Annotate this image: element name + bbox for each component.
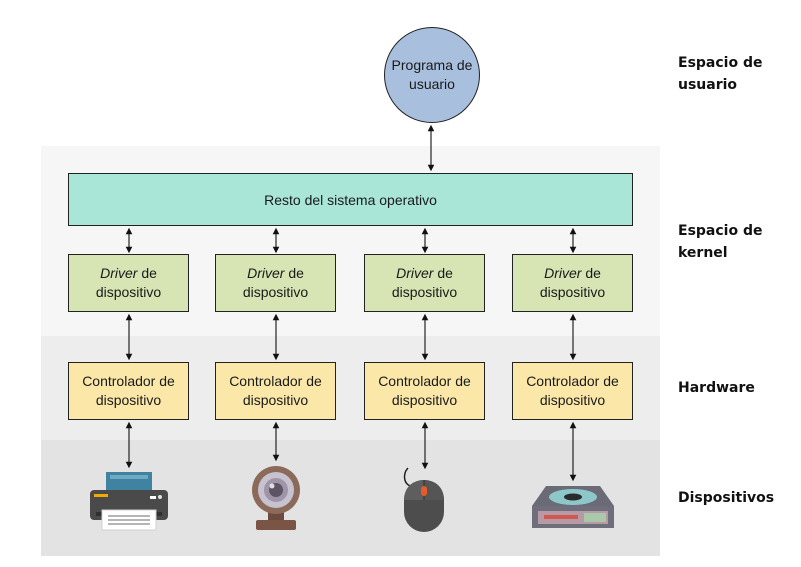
driver-box: Driver de dispositivo: [215, 254, 336, 312]
layer-label-kernel-space: Espacio de kernel: [678, 223, 763, 261]
driver-emph: Driver: [247, 265, 285, 281]
webcam-icon: [252, 466, 300, 530]
controller-label: Controlador de dispositivo: [229, 373, 322, 408]
driver-rest: de dispositivo: [539, 265, 606, 300]
rest-of-os-box: Resto del sistema operativo: [68, 173, 633, 226]
mouse-icon: [403, 467, 444, 532]
controller-box: Controlador de dispositivo: [512, 362, 633, 420]
layer-label-user-space: Espacio de usuario: [678, 55, 763, 93]
controller-box: Controlador de dispositivo: [68, 362, 189, 420]
driver-box: Driver de dispositivo: [364, 254, 485, 312]
driver-rest: de dispositivo: [391, 265, 458, 300]
driver-box: Driver de dispositivo: [68, 254, 189, 312]
driver-emph: Driver: [396, 265, 434, 281]
user-program-label: Programa de usuario: [391, 57, 473, 92]
printer-icon: [90, 472, 168, 531]
driver-box: Driver de dispositivo: [512, 254, 633, 312]
rest-of-os-label: Resto del sistema operativo: [264, 191, 437, 208]
controller-label: Controlador de dispositivo: [82, 373, 175, 408]
driver-emph: Driver: [544, 265, 582, 281]
disk-drive-icon: [532, 486, 614, 528]
controller-box: Controlador de dispositivo: [364, 362, 485, 420]
controller-label: Controlador de dispositivo: [378, 373, 471, 408]
layer-label-hardware: Hardware: [678, 380, 755, 396]
driver-rest: de dispositivo: [95, 265, 162, 300]
controller-box: Controlador de dispositivo: [215, 362, 336, 420]
layer-label-devices: Dispositivos: [678, 490, 775, 506]
driver-rest: de dispositivo: [242, 265, 309, 300]
user-program-node: Programa de usuario: [384, 27, 480, 123]
driver-emph: Driver: [100, 265, 138, 281]
controller-label: Controlador de dispositivo: [526, 373, 619, 408]
